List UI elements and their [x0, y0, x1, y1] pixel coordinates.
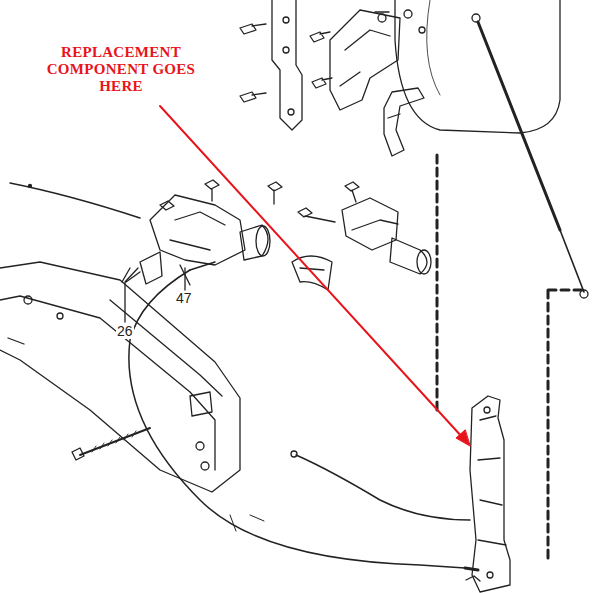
callout-number: 47	[175, 291, 193, 306]
callout-number: 26	[116, 324, 134, 339]
annotation-note: REPLACEMENT COMPONENT GOES HERE	[36, 44, 206, 95]
